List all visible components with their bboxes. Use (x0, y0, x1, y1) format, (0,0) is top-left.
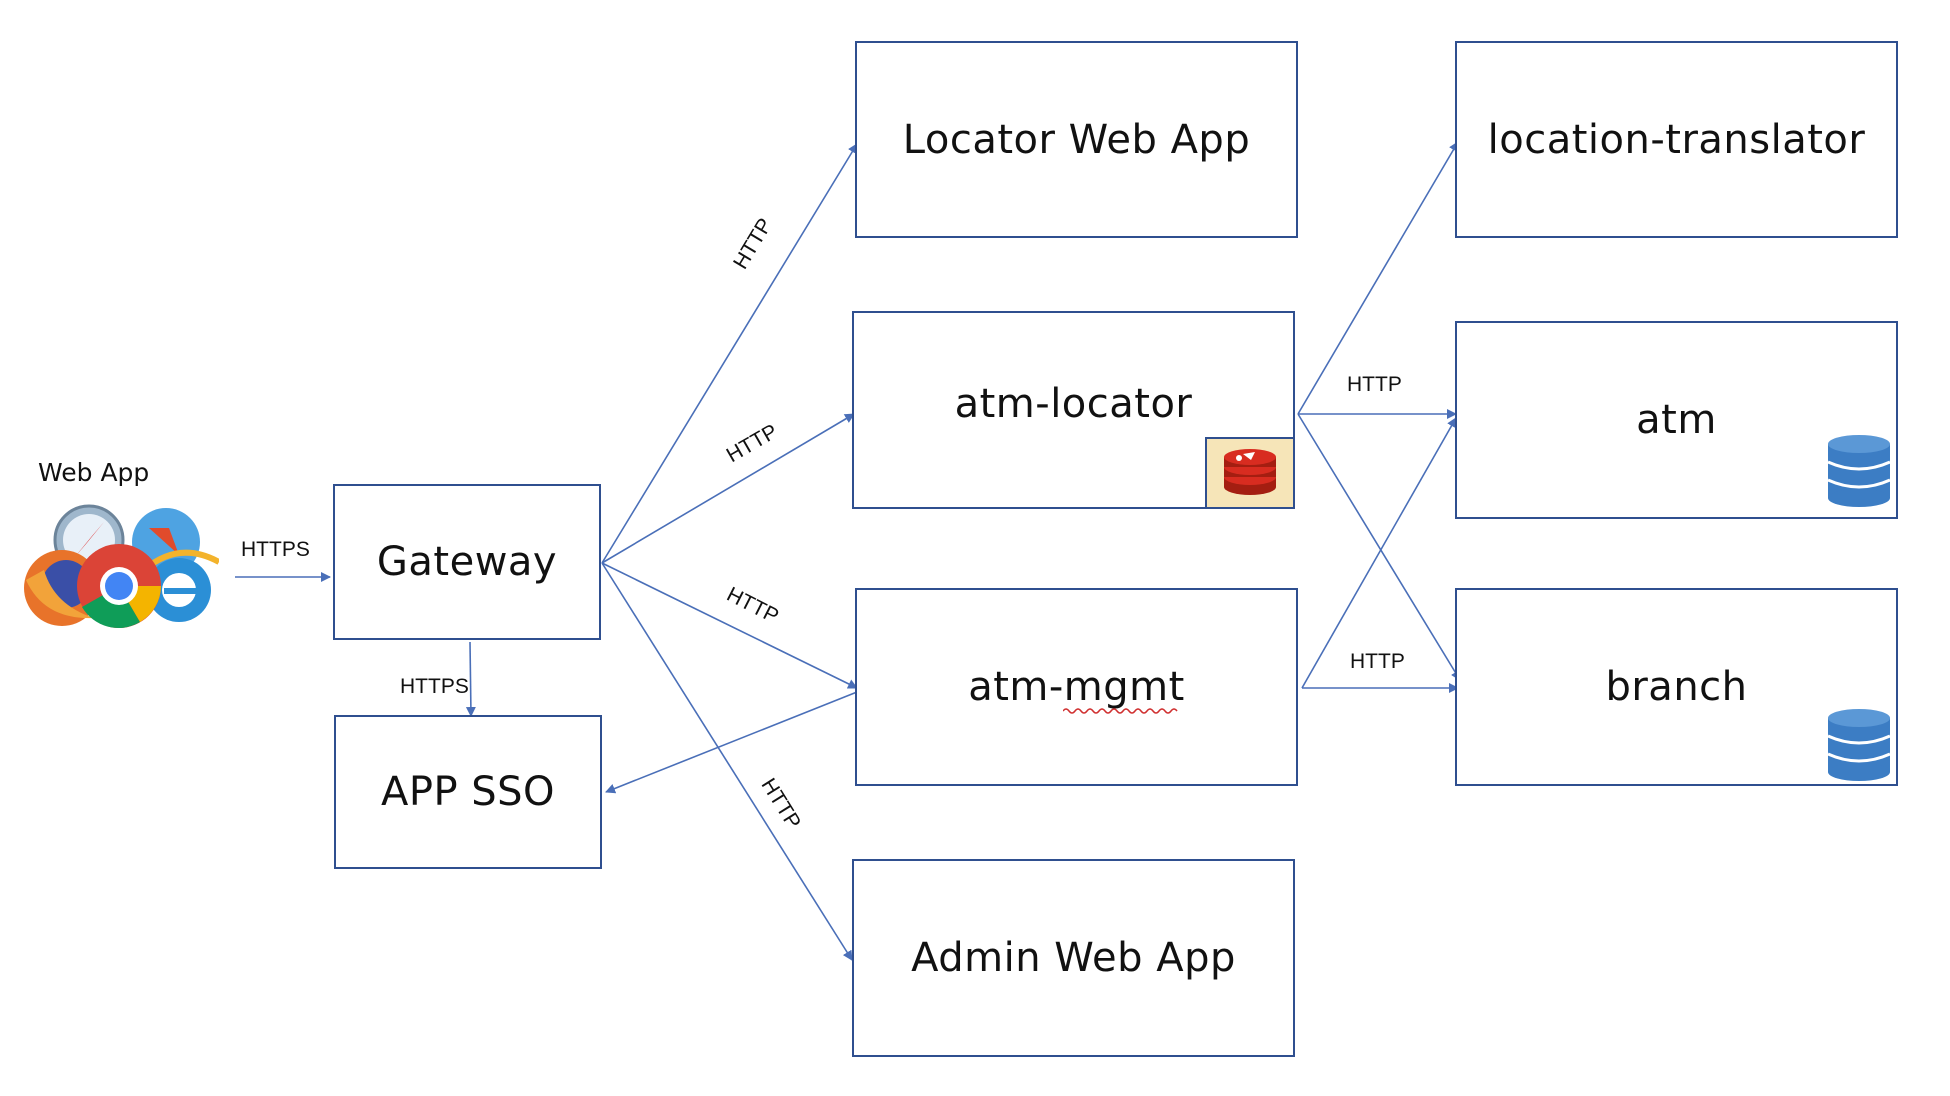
atm-locator-atm-label: HTTP (1347, 373, 1402, 396)
browser-logos-icon (14, 500, 221, 630)
atm-mgmt-label: atm-mgmt (968, 664, 1185, 710)
app-sso-label: APP SSO (380, 769, 556, 815)
edge-atm-locator-translator (1297, 141, 1459, 415)
edge-atm-locator-branch (1297, 413, 1461, 681)
admin-web-app-label: Admin Web App (911, 935, 1236, 981)
location-translator-box: location-translator (1455, 41, 1898, 238)
branch-box: branch (1455, 588, 1898, 786)
atm-box: atm (1455, 321, 1898, 519)
edge-gateway-admin (601, 562, 853, 961)
admin-web-app-box: Admin Web App (852, 859, 1295, 1057)
edge-gateway-locator-web (601, 143, 858, 564)
database-icon (1826, 434, 1892, 508)
atm-locator-label: atm-locator (954, 381, 1193, 427)
atm-mgmt-box: atm-mgmt (855, 588, 1298, 786)
gateway-sso-label: HTTPS (400, 675, 469, 698)
locator-web-app-box: Locator Web App (855, 41, 1298, 238)
gateway-box: Gateway (333, 484, 601, 640)
atm-mgmt-branch-label: HTTP (1350, 650, 1405, 673)
locator-web-app-label: Locator Web App (902, 116, 1251, 163)
location-translator-label: location-translator (1487, 116, 1866, 163)
edge-gateway-sso (465, 641, 476, 717)
edge-gateway-atm-locator (601, 413, 855, 564)
atm-label: atm (1636, 397, 1717, 443)
redis-icon (1205, 437, 1295, 509)
app-sso-box: APP SSO (334, 715, 602, 869)
edge-atm-mgmt-atm (1301, 417, 1457, 689)
database-icon (1826, 708, 1892, 782)
spellcheck-underline (1063, 708, 1178, 714)
web-app-title: Web App (38, 458, 150, 487)
edge-gateway-atm-mgmt (601, 562, 858, 689)
gateway-label: Gateway (376, 539, 558, 585)
client-gateway-label: HTTPS (241, 538, 310, 561)
edge-atm-mgmt-sso (605, 691, 858, 794)
branch-label: branch (1605, 664, 1748, 710)
